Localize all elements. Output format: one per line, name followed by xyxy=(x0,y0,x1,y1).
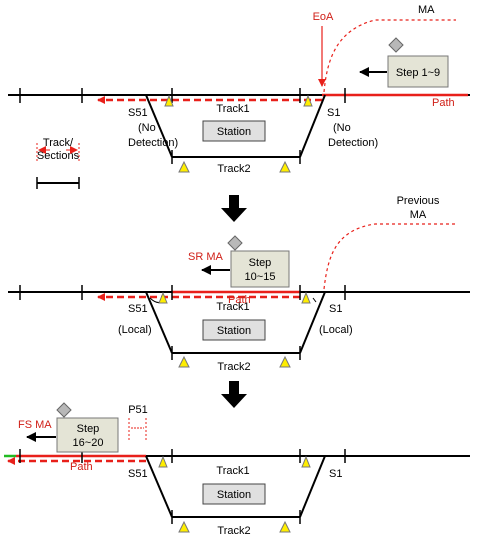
track2-label: Track2 xyxy=(217,525,250,537)
signal-s1-label: S1 xyxy=(327,107,340,119)
track1-label: Track1 xyxy=(216,465,249,477)
down-arrow-2 xyxy=(221,381,247,408)
train-diamond-icon xyxy=(56,402,72,418)
track1-label: Track1 xyxy=(216,103,249,115)
signal-s51-label: S51 xyxy=(128,107,148,119)
legend-track: Track/ xyxy=(43,137,74,149)
station-box xyxy=(202,319,266,341)
previous-ma-curve xyxy=(323,223,455,290)
sr-ma-label: SR MA xyxy=(188,251,224,263)
previous-ma-label-1: Previous xyxy=(397,195,440,207)
train-diamond-icon xyxy=(388,37,404,53)
previous-ma-label-2: MA xyxy=(410,209,427,221)
station-label: Station xyxy=(217,489,251,501)
signal-s1-note2: Detection) xyxy=(328,137,378,149)
eoa-label: EoA xyxy=(313,11,334,23)
path-label: Path xyxy=(228,294,251,306)
loop-track xyxy=(145,94,326,158)
train-diamond-icon xyxy=(227,235,243,251)
panel-3: Station Track1 Track2 S51 S1 P51 Step 16… xyxy=(4,402,470,537)
signal-s51-note1: (No xyxy=(138,122,156,134)
path-label: Path xyxy=(70,461,93,473)
station-box xyxy=(202,483,266,505)
signal-s51-label: S51 xyxy=(128,303,148,315)
signal-s51-label: S51 xyxy=(128,468,148,480)
signal-s1-label: S1 xyxy=(329,468,342,480)
signal-s51-note2: Detection) xyxy=(128,137,178,149)
signal-triangles xyxy=(164,94,313,173)
signal-s1-label: S1 xyxy=(329,303,342,315)
station-label: Station xyxy=(217,325,251,337)
track2-label: Track2 xyxy=(217,361,250,373)
panel-2: Station Track1 Track2 S51 (Local) S1 (Lo… xyxy=(8,195,470,373)
step-box-3 xyxy=(56,417,119,453)
signal-s1-note1: (No xyxy=(333,122,351,134)
legend-sections: Sections xyxy=(37,150,80,162)
track-section-ticks xyxy=(19,88,346,103)
p51-label: P51 xyxy=(128,404,148,416)
down-arrow-1 xyxy=(221,195,247,222)
step-label-3a: Step xyxy=(77,423,100,435)
panel-1: Station Track1 Track2 S51 (No Detection)… xyxy=(8,4,470,189)
step-box-2 xyxy=(230,250,290,288)
ma-label: MA xyxy=(418,4,435,16)
signal-s51-note: (Local) xyxy=(118,324,152,336)
step-label-3b: 16~20 xyxy=(73,437,104,449)
signal-s1-note: (Local) xyxy=(319,324,353,336)
step-label-2b: 10~15 xyxy=(245,271,276,283)
step-box-1 xyxy=(387,55,449,88)
path-label: Path xyxy=(432,97,455,109)
station-label: Station xyxy=(217,126,251,138)
step-label-2a: Step xyxy=(249,257,272,269)
track2-label: Track2 xyxy=(217,163,250,175)
ma-curve xyxy=(323,19,456,93)
fs-ma-label: FS MA xyxy=(18,419,52,431)
signal-s1-arc xyxy=(312,297,317,303)
track1-label: Track1 xyxy=(216,301,249,313)
step-label-1: Step 1~9 xyxy=(396,67,440,79)
station-box xyxy=(202,120,266,142)
